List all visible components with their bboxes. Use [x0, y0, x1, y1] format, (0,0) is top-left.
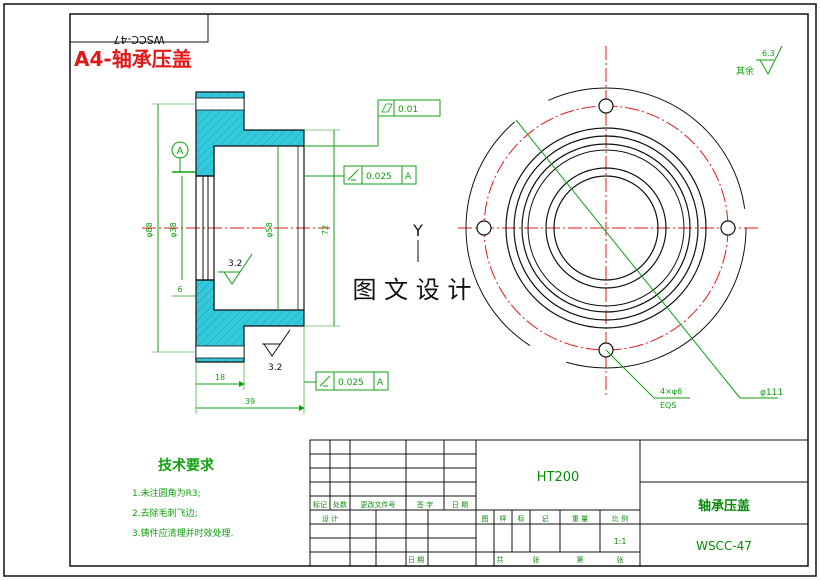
- roughness-other-value: 6.3: [762, 49, 775, 58]
- perp-upper-frame: [343, 165, 417, 185]
- tb-weight-label: 重 量: [572, 515, 588, 523]
- dim-dia-hole: φ38: [169, 222, 178, 237]
- tb-label-sign: 签 字: [417, 500, 433, 509]
- dia-leader: [515, 119, 741, 399]
- perp-upper-icon: [347, 169, 359, 181]
- tb-bottom-3: 第: [577, 555, 584, 564]
- roughness-inner-value: 3.2: [228, 259, 242, 269]
- tb-label-date: 日 期: [452, 501, 468, 509]
- dim-small: 6: [177, 285, 182, 294]
- bolt-hole-top: [195, 97, 245, 111]
- plan-dia-outer: φ111: [760, 388, 783, 398]
- tb-label-change: 更改文件号: [361, 500, 396, 509]
- perp-lower-frame: [315, 371, 389, 391]
- roughness-lower-value: 3.2: [268, 363, 282, 373]
- flatness-frame: [377, 99, 441, 117]
- code-box: [69, 13, 209, 43]
- ring-6: [553, 175, 659, 281]
- bolt-hole-top: [598, 98, 614, 114]
- bolt-hole-right: [720, 220, 736, 236]
- axis-label: Y: [412, 221, 423, 240]
- ring-4: [527, 149, 685, 307]
- perp-upper-datum: A: [405, 172, 412, 182]
- tb-label-count: 处数: [333, 500, 347, 509]
- dim-dia-outer: φ88: [145, 222, 154, 237]
- ring-1: [505, 127, 707, 329]
- perp-upper-value: 0.025: [366, 172, 392, 182]
- flatness-value: 0.01: [398, 105, 418, 115]
- roughness-other-label: 其余: [736, 65, 754, 77]
- holes-note-line2: EQS: [660, 401, 676, 410]
- tb-stage-2: 样: [500, 514, 507, 523]
- ring-3: [521, 143, 691, 313]
- section-view: A φ88 φ38 φ58 72 6 3.2 3.: [142, 91, 441, 414]
- tb-label-mark: 标记: [313, 500, 327, 509]
- watermark: 图 文 设 计: [353, 276, 472, 304]
- datum-a-label: A: [177, 146, 184, 157]
- tech-req-item-1: 1.未注圆角为R3;: [132, 487, 201, 499]
- tb-bottom-2: 张: [533, 555, 540, 564]
- tb-date-label: 日 期: [408, 556, 424, 564]
- ring-2: [513, 135, 699, 321]
- tb-stage-3: 标: [518, 514, 525, 523]
- ring-5: [545, 167, 667, 289]
- perp-lower-icon: [319, 375, 331, 387]
- tb-part-name: 轴承压盖: [698, 498, 750, 514]
- tech-req-title: 技术要求: [158, 457, 215, 474]
- holes-note-line1: 4×φ6: [660, 387, 682, 396]
- tb-bottom-1: 共: [497, 555, 504, 564]
- dim-right: 72: [321, 225, 330, 235]
- holes-leader: [605, 349, 655, 399]
- tb-stage-1: 图: [482, 515, 489, 523]
- tb-stage-4: 记: [542, 515, 549, 523]
- flatness-icon: [381, 103, 393, 113]
- tb-label-design: 设 计: [322, 514, 338, 523]
- plan-view: φ111 4×φ6 EQS: [458, 46, 783, 410]
- tb-scale: 1:1: [614, 537, 627, 546]
- roughness-inner-symbol: [223, 253, 253, 285]
- dim-dia-inner: φ58: [265, 222, 274, 237]
- tb-bottom-4: 张: [617, 555, 624, 564]
- bolt-hole-left: [476, 220, 492, 236]
- code-box-text: WSCC-47: [113, 33, 164, 46]
- roughness-lower-symbol: [263, 329, 291, 357]
- drawing-title: A4-轴承压盖: [74, 47, 192, 71]
- tech-req-item-3: 3.铸件应清理并时效处理.: [132, 527, 233, 539]
- tech-req-item-2: 2.去除毛刺飞边;: [132, 507, 198, 519]
- title-block: [309, 439, 809, 567]
- flange-outline: [465, 87, 747, 369]
- dim-width-18-value: 18: [215, 373, 225, 382]
- dim-width-39-value: 39: [245, 397, 255, 406]
- tb-material: HT200: [537, 470, 580, 485]
- tb-drawing-no: WSCC-47: [696, 539, 752, 553]
- sheet-border: [3, 3, 817, 577]
- perp-lower-datum: A: [377, 378, 384, 388]
- bolt-hole-bottom: [195, 345, 245, 359]
- perp-lower-value: 0.025: [338, 378, 364, 388]
- roughness-other-symbol: [759, 45, 783, 76]
- tb-scale-label: 比 例: [612, 514, 628, 523]
